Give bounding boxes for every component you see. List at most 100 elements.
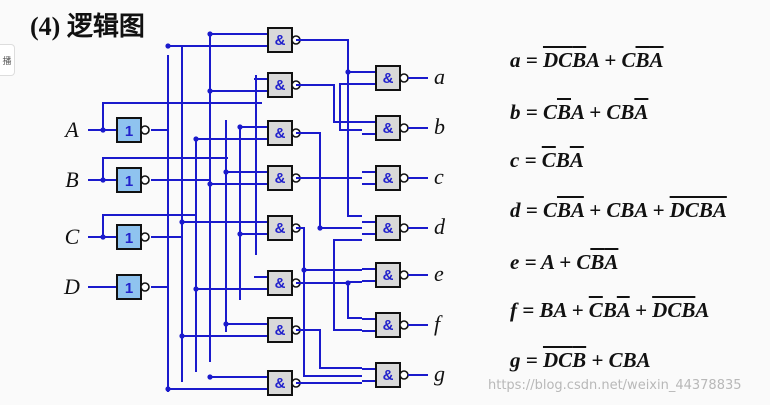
and-gate-symbol: & [275, 322, 286, 339]
and1-out-wire [296, 227, 362, 271]
output-label-b: b [434, 114, 445, 139]
equation-lhs: e = [510, 250, 542, 274]
term: C [542, 198, 557, 222]
output-label-f: f [434, 311, 443, 336]
nand-bubble [399, 270, 409, 280]
term: A [695, 298, 710, 322]
term: + CBA [586, 348, 651, 372]
junction-dot [207, 374, 213, 380]
input-label-b: B [65, 167, 78, 192]
and-gate-5 [267, 215, 293, 241]
junction-dot [165, 43, 171, 49]
cross-wire [339, 83, 362, 131]
junction-dot [165, 386, 171, 392]
and1-out-wire [296, 39, 362, 73]
cross-wire [347, 72, 362, 217]
equation-lhs: b = [510, 100, 543, 124]
junction-dot [345, 280, 351, 286]
and-gate-8 [267, 370, 293, 396]
term: + CBA + [583, 198, 670, 222]
and-gate-symbol: & [275, 275, 286, 292]
and-gate-symbol: & [383, 70, 394, 87]
input-label-d: D [63, 274, 80, 299]
output-label-d: d [434, 214, 446, 239]
equation-b: b = CBA + CBA [510, 100, 648, 125]
nand-bubble [399, 73, 409, 83]
junction-dot [207, 181, 213, 187]
junction-dot [301, 267, 307, 273]
overlined-term: C [541, 148, 556, 172]
cross-wire [333, 239, 362, 331]
and-gate-3 [267, 120, 293, 146]
junction-dot [223, 169, 229, 175]
output-gate-d [375, 215, 401, 241]
inverter-bubble [140, 175, 150, 185]
overlined-term: A [634, 100, 649, 124]
term: + [629, 298, 653, 322]
overlined-term: A [569, 148, 584, 172]
inverter-b [116, 167, 142, 193]
overlined-term: B [556, 100, 571, 124]
overlined-term: A [604, 250, 619, 274]
equation-a: a = DCBA + CBA [510, 48, 664, 73]
and1-out-wire [296, 132, 362, 229]
junction-dot [237, 231, 243, 237]
junction-dot [100, 127, 106, 133]
term: B [555, 148, 570, 172]
equation-c: c = CBA [510, 148, 584, 173]
overlined-term: C [588, 298, 603, 322]
inverter-symbol: 1 [125, 123, 133, 140]
junction-dot [100, 234, 106, 240]
overlined-term: A [616, 298, 630, 322]
and1-out-wire [296, 329, 362, 369]
junction-dot [207, 31, 213, 37]
term: + CB [583, 100, 635, 124]
overlined-term: DCBA [669, 198, 727, 222]
equation-lhs: g = [510, 348, 543, 372]
overlined-term: A [571, 198, 584, 222]
term: A + C [541, 250, 591, 274]
nand-bubble [399, 123, 409, 133]
input-label-c: C [65, 224, 80, 249]
and-gate-symbol: & [383, 317, 394, 334]
junction-dot [345, 69, 351, 75]
junction-dot [317, 225, 323, 231]
inverter-symbol: 1 [125, 230, 133, 247]
and-gate-symbol: & [383, 220, 394, 237]
junction-dot [223, 321, 229, 327]
term: B [602, 298, 617, 322]
inverter-a [116, 117, 142, 143]
and-gate-symbol: & [383, 267, 394, 284]
nand-bubble [399, 320, 409, 330]
and-gate-symbol: & [275, 125, 286, 142]
and-gate-symbol: & [275, 220, 286, 237]
and-gate-symbol: & [383, 170, 394, 187]
term: A [586, 48, 600, 72]
side-tab[interactable]: 播 [0, 44, 15, 76]
junction-dot [207, 88, 213, 94]
output-label-g: g [434, 361, 445, 386]
junction-dot [237, 124, 243, 130]
equation-f: f = BA + CBA + DCBA [510, 298, 709, 323]
term: BA + [539, 298, 589, 322]
inverter-bubble [140, 232, 150, 242]
equation-lhs: d = [510, 198, 543, 222]
overlined-term: B [635, 48, 650, 72]
equation-lhs: f = [510, 298, 540, 322]
term: + C [599, 48, 636, 72]
term: C [542, 100, 557, 124]
nand-bubble [399, 370, 409, 380]
and-gate-symbol: & [275, 77, 286, 94]
and-gate-symbol: & [383, 367, 394, 384]
and-gate-symbol: & [275, 375, 286, 392]
and-gate-symbol: & [275, 32, 286, 49]
inverter-symbol: 1 [125, 280, 133, 297]
and-gate-symbol: & [275, 170, 286, 187]
input-label-a: A [63, 117, 79, 142]
output-label-c: c [434, 164, 444, 189]
equation-lhs: a = [510, 48, 543, 72]
overlined-term: B [590, 250, 605, 274]
output-gate-c [375, 165, 401, 191]
